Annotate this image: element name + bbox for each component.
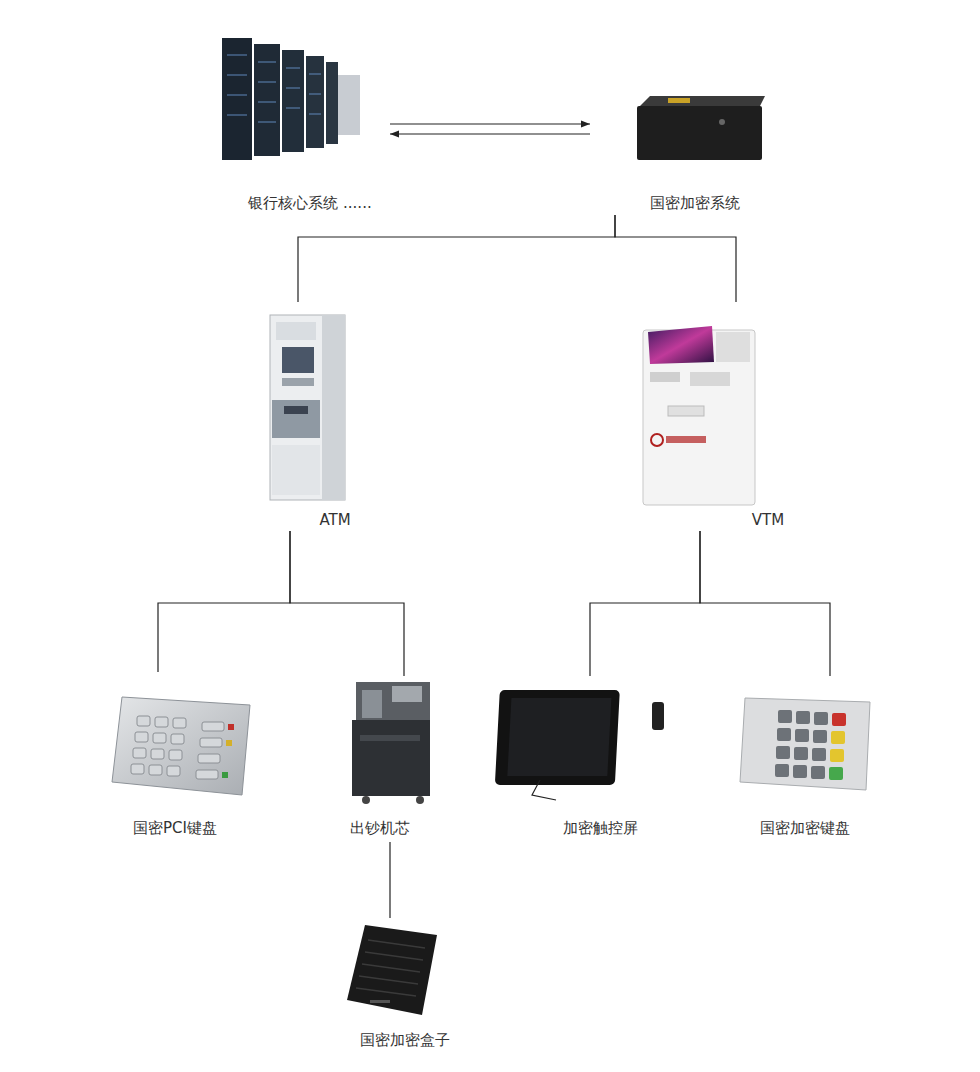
device-node: 国密加密键盘 (738, 676, 875, 842)
connector-line (615, 215, 736, 302)
device-node: 银行核心系统 ...... (215, 30, 390, 215)
device-node: 国密PCI键盘 (105, 672, 255, 842)
cash-dispenser (352, 682, 430, 804)
connector-line (390, 133, 590, 134)
connector-line (590, 531, 700, 676)
pci-keypad (112, 697, 250, 795)
device-caption: 国密PCI键盘 (133, 819, 217, 837)
connector-line (158, 531, 290, 672)
connector-line (290, 531, 404, 676)
device-caption: 银行核心系统 ...... (248, 194, 371, 212)
device-node: ATM (262, 302, 355, 531)
touch-screen (495, 690, 664, 800)
device-caption: VTM (752, 511, 784, 529)
connector-line (700, 531, 830, 676)
connector-line (298, 215, 615, 302)
device-node: VTM (635, 302, 790, 531)
device-caption: 出钞机芯 (350, 819, 410, 837)
device-node: 出钞机芯 (345, 676, 440, 842)
device-node: 加密触控屏 (525, 676, 670, 842)
connector-line (390, 123, 590, 124)
vtm-kiosk (643, 326, 755, 505)
atm-machine (270, 315, 345, 500)
device-caption: 加密触控屏 (563, 819, 638, 837)
server-racks (222, 38, 360, 160)
encryption-device (637, 96, 765, 160)
device-caption: 国密加密盒子 (360, 1031, 450, 1049)
device-caption: 国密加密系统 (650, 194, 740, 212)
device-caption: ATM (319, 511, 350, 529)
connector-line (389, 842, 390, 918)
encrypted-keypad (740, 698, 870, 790)
encryption-box (347, 925, 437, 1015)
device-node: 国密加密盒子 (340, 918, 470, 1054)
device-node: 国密加密系统 (590, 90, 780, 215)
device-caption: 国密加密键盘 (760, 819, 850, 837)
